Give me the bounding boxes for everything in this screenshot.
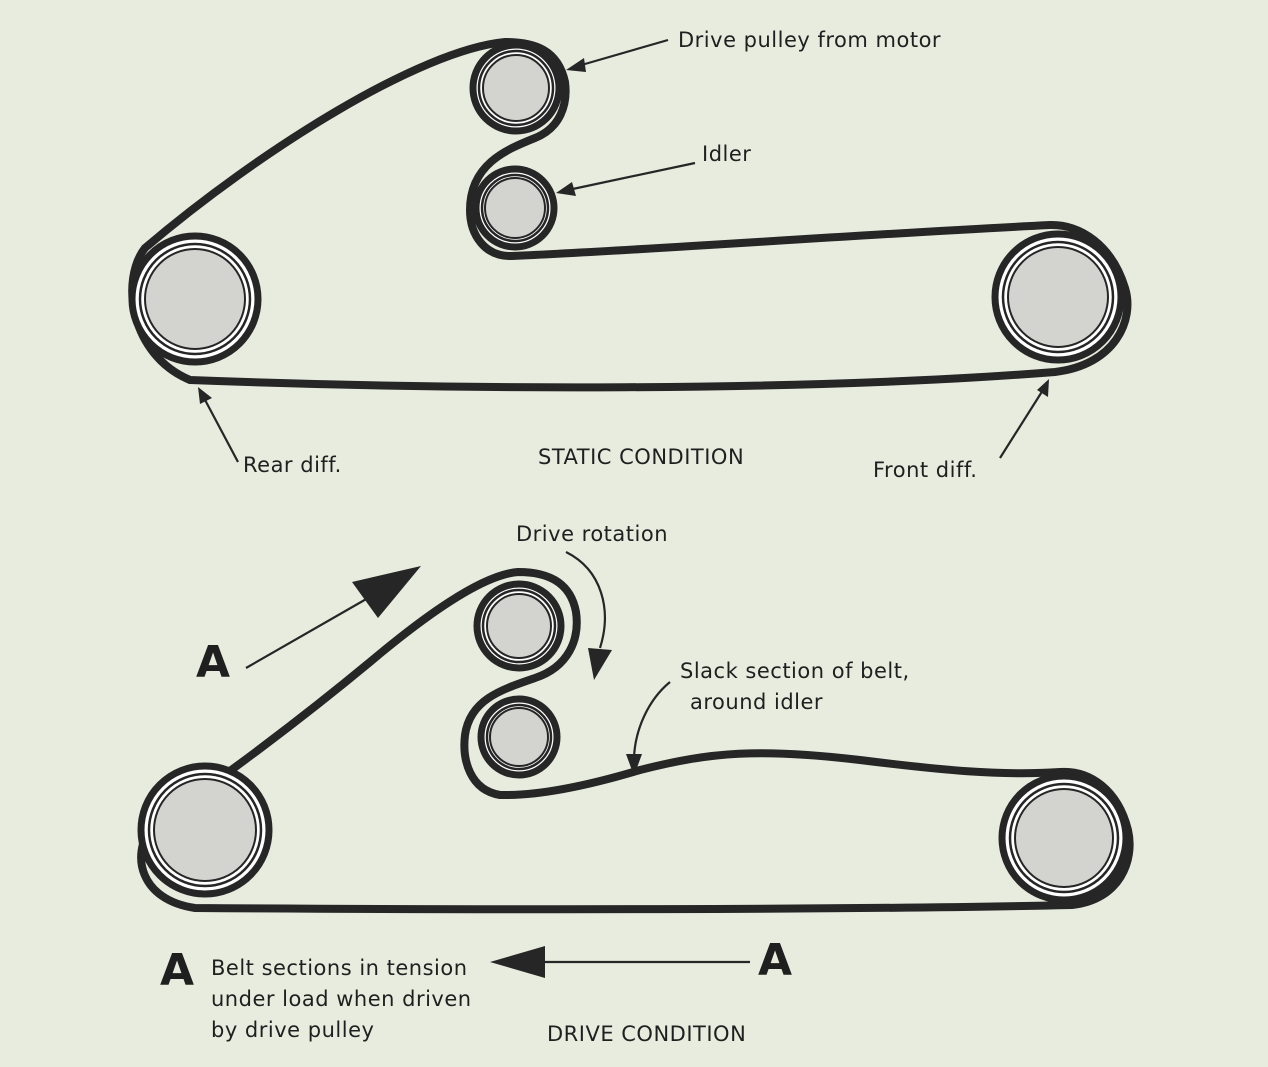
tension-marker-lower: A <box>758 935 792 986</box>
front-diff-leader <box>999 379 1049 459</box>
rear-diff-leader <box>198 387 239 463</box>
static-condition-panel: Drive pulley from motor Idler Rear diff.… <box>128 28 1132 482</box>
drive-pulley <box>469 41 563 135</box>
front-diff-label: Front diff. <box>873 458 977 482</box>
drive-pulley-leader <box>566 38 669 72</box>
idler-pulley <box>472 165 558 251</box>
static-belt <box>128 38 1132 392</box>
drive-rear-diff-pulley <box>137 762 273 898</box>
static-condition-caption: STATIC CONDITION <box>538 445 744 469</box>
drive-drive-pulley <box>473 580 565 672</box>
slack-label-line2: around idler <box>690 690 823 714</box>
rear-diff-pulley <box>128 232 262 366</box>
drive-front-diff-pulley <box>998 772 1130 904</box>
legend-marker: A <box>160 945 194 996</box>
drive-condition-caption: DRIVE CONDITION <box>547 1022 746 1046</box>
front-diff-pulley <box>991 230 1125 364</box>
legend-line-2: under load when driven <box>211 987 472 1011</box>
idler-leader <box>556 161 696 196</box>
tension-marker-upper: A <box>196 637 230 688</box>
legend-line-3: by drive pulley <box>211 1018 374 1042</box>
slack-leader <box>626 681 671 776</box>
drive-idler-pulley <box>477 695 561 779</box>
drive-belt <box>137 568 1134 914</box>
slack-label-line1: Slack section of belt, <box>680 659 910 683</box>
legend-line-1: Belt sections in tension <box>211 956 468 980</box>
tension-arrow-upper <box>245 566 421 669</box>
rear-diff-label: Rear diff. <box>243 453 342 477</box>
drive-pulley-label: Drive pulley from motor <box>678 28 941 52</box>
idler-label: Idler <box>702 142 751 166</box>
tension-arrow-lower <box>490 946 750 978</box>
drive-rotation-label: Drive rotation <box>516 522 668 546</box>
drive-condition-panel: Drive rotation Slack section of belt, ar… <box>137 522 1134 1046</box>
drive-rotation-arrow <box>565 551 612 680</box>
